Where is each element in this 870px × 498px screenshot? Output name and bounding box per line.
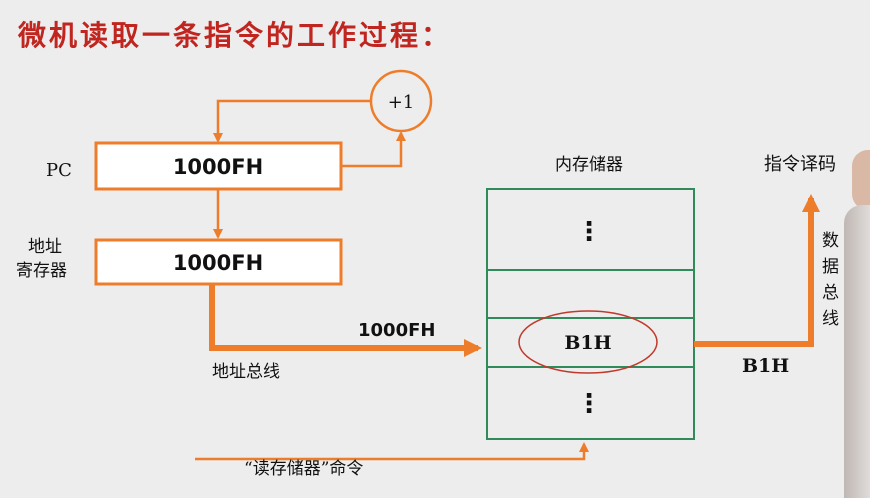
address-register-label-1: 地址 <box>28 237 62 257</box>
presenter-head <box>852 150 870 210</box>
memory-cell-highlight <box>518 310 658 374</box>
decode-label: 指令译码 <box>764 154 836 175</box>
memory-ellipsis-top: ⋮ <box>576 217 602 247</box>
presenter-figure <box>844 205 870 498</box>
read-command-arrow <box>195 442 589 461</box>
memory-ellipsis-bottom: ⋮ <box>576 389 602 419</box>
data-bus-label-char-1: 数 <box>822 231 839 251</box>
address-register <box>94 238 343 286</box>
data-bus-value: B1H <box>742 355 789 377</box>
pc-label: PC <box>46 160 72 181</box>
data-bus-label-char-2: 据 <box>822 257 839 277</box>
memory-block <box>486 188 695 440</box>
pc-register <box>94 141 343 191</box>
data-bus-label-char-3: 总 <box>822 283 839 303</box>
page-title: 微机读取一条指令的工作过程： <box>18 19 453 52</box>
address-bus-arrow <box>209 284 482 357</box>
pc-to-increment-arrow <box>341 131 406 168</box>
read-command-label: “读存储器”命令 <box>244 459 363 479</box>
address-register-value: 1000FH <box>173 251 263 275</box>
increment-label: +1 <box>388 92 415 113</box>
address-register-label-2: 寄存器 <box>16 261 67 281</box>
memory-cell-value: B1H <box>564 332 611 354</box>
increment-to-pc-arrow <box>213 99 371 143</box>
data-bus-arrow <box>694 194 820 347</box>
memory-label: 内存储器 <box>555 155 623 175</box>
pc-value: 1000FH <box>173 155 263 179</box>
address-bus-value: 1000FH <box>358 320 435 341</box>
address-bus-label: 地址总线 <box>212 362 280 382</box>
data-bus-label-char-4: 线 <box>822 309 839 329</box>
